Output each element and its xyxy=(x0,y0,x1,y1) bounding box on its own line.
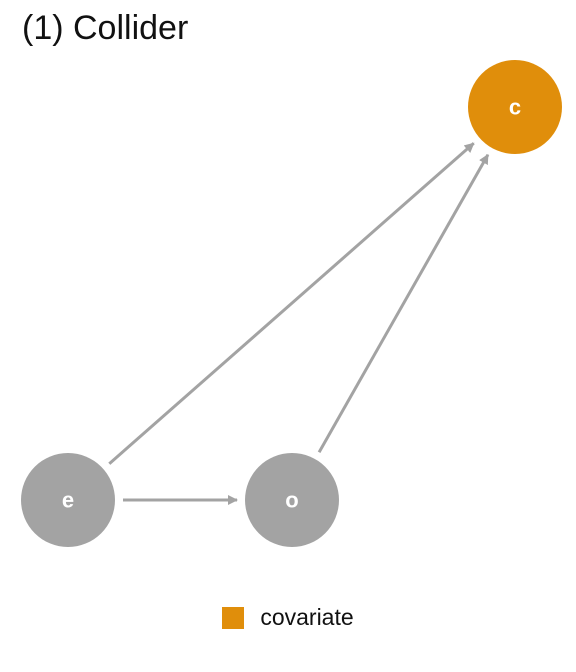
node-c: c xyxy=(468,60,562,154)
node-o-label: o xyxy=(285,488,298,513)
node-o-circle xyxy=(245,453,339,547)
node-layer: c e o xyxy=(21,60,562,547)
node-e-label: e xyxy=(62,488,74,513)
legend-swatch-covariate xyxy=(222,606,245,629)
node-c-label: c xyxy=(509,95,521,120)
legend: covariate xyxy=(0,604,576,631)
node-e: e xyxy=(21,453,115,547)
figure-title: (1) Collider xyxy=(22,9,189,47)
edge-e-to-c xyxy=(108,142,475,465)
edge-o-to-c xyxy=(317,153,490,453)
node-c-circle xyxy=(468,60,562,154)
node-o: o xyxy=(245,453,339,547)
edge-layer xyxy=(108,142,490,505)
legend-label-covariate: covariate xyxy=(260,604,354,630)
node-e-circle xyxy=(21,453,115,547)
